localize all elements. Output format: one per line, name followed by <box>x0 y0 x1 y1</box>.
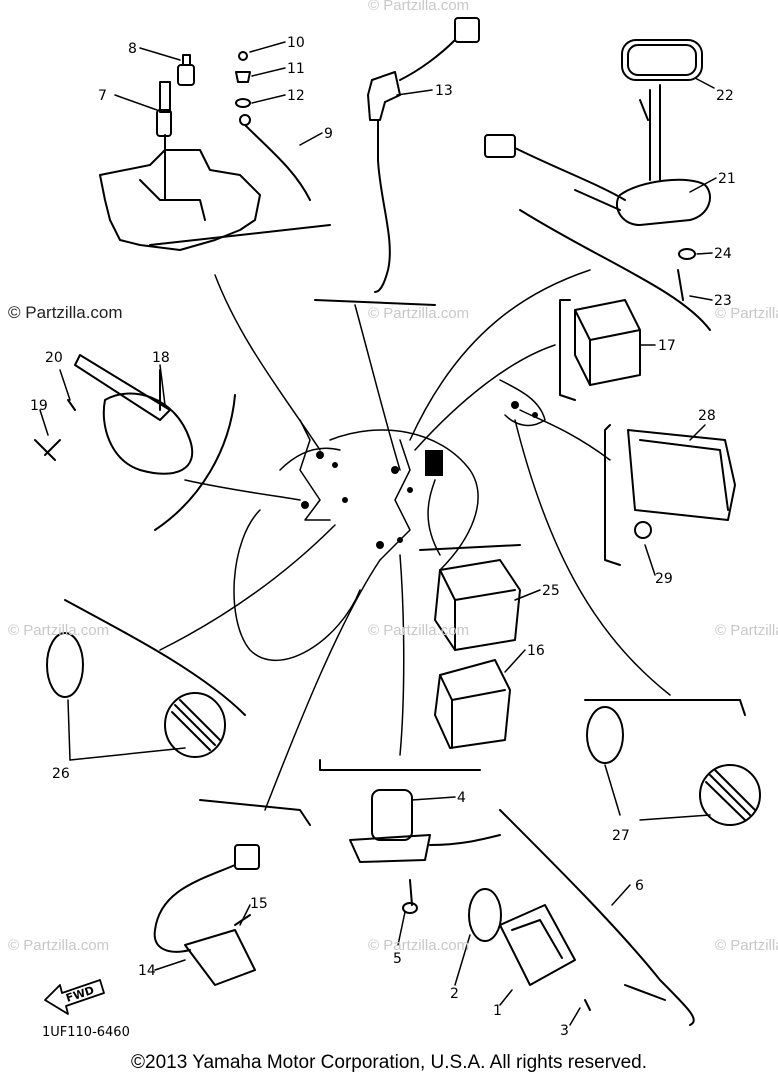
part-code: 1UF110-6460 <box>42 1025 130 1040</box>
callout-15: 15 <box>250 896 268 912</box>
relay-17-group <box>574 299 641 386</box>
watermark-main: © Partzilla.com <box>8 303 123 322</box>
callout-25: 25 <box>542 583 560 599</box>
callout-18: 18 <box>152 350 170 366</box>
callout-20: 20 <box>45 350 63 366</box>
watermark-faint-9: © Partzilla.com <box>715 937 778 954</box>
callout-24: 24 <box>714 246 732 262</box>
callout-23: 23 <box>714 293 732 309</box>
watermark-faint-6: © Partzilla.com <box>715 622 778 639</box>
leader-lines <box>159 269 671 811</box>
callout-28: 28 <box>698 408 716 424</box>
copyright-notice: ©2013 Yamaha Motor Corporation, U.S.A. A… <box>131 1052 647 1073</box>
callout-5: 5 <box>393 951 402 967</box>
relay-25-group <box>434 559 521 749</box>
callout-19: 19 <box>30 398 48 414</box>
fwd-arrow <box>44 979 105 1015</box>
callout-leaders <box>39 41 717 1026</box>
watermark-faint-1: © Partzilla.com <box>368 305 469 322</box>
watermark-faint-8: © Partzilla.com <box>368 937 469 954</box>
fuel-sender-group <box>484 39 711 301</box>
callout-10: 10 <box>287 35 305 51</box>
callout-4: 4 <box>457 790 466 806</box>
callout-17: 17 <box>658 338 676 354</box>
lower-parts-group <box>402 809 695 1026</box>
callout-27: 27 <box>612 828 630 844</box>
callout-7: 7 <box>98 88 107 104</box>
callout-2: 2 <box>450 986 459 1002</box>
watermark-faint-2: © Partzilla.com <box>715 305 778 322</box>
callout-3: 3 <box>560 1023 569 1039</box>
callout-16: 16 <box>527 643 545 659</box>
watermark-faint-7: © Partzilla.com <box>8 937 109 954</box>
group-brackets <box>64 209 746 826</box>
watermark-faint-4: © Partzilla.com <box>8 622 109 639</box>
plate-28-group <box>627 429 736 539</box>
callout-12: 12 <box>287 88 305 104</box>
starter-relay-group <box>349 789 501 863</box>
watermark-faint-5: © Partzilla.com <box>368 622 469 639</box>
callout-29: 29 <box>655 571 673 587</box>
callout-6: 6 <box>635 878 644 894</box>
reflector-26-group <box>46 632 226 758</box>
watermarks: © Partzilla.com © Partzilla.com © Partzi… <box>8 0 778 954</box>
callout-13: 13 <box>435 83 453 99</box>
frame-outline <box>233 379 546 662</box>
callout-9: 9 <box>324 126 333 142</box>
thermo-unit-group <box>99 51 311 251</box>
callout-1: 1 <box>493 1003 502 1019</box>
callout-11: 11 <box>287 61 305 77</box>
watermark-faint-3: © Partzilla.com <box>368 0 469 14</box>
callout-14: 14 <box>138 963 156 979</box>
pickup-14-group <box>153 844 260 986</box>
callout-22: 22 <box>716 88 734 104</box>
sender-13-group <box>367 17 480 293</box>
callout-labels: 8 7 10 11 12 9 13 22 21 24 23 17 18 20 1… <box>30 35 736 1039</box>
callout-21: 21 <box>718 171 736 187</box>
callout-8: 8 <box>128 41 137 57</box>
reflector-27-group <box>586 706 761 826</box>
callout-26: 26 <box>52 766 70 782</box>
frame-clips <box>301 401 538 549</box>
horn-group <box>34 354 193 475</box>
